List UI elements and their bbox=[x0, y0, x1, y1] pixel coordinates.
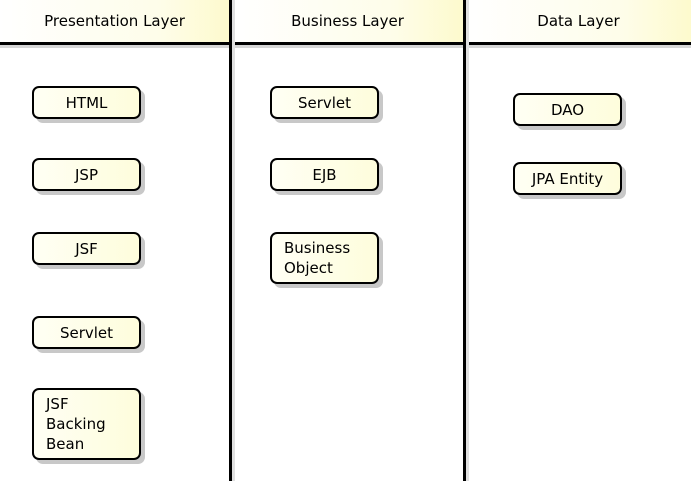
lane-header-business: Business Layer bbox=[232, 0, 463, 42]
lane-divider-2 bbox=[463, 0, 466, 481]
node-html: HTML bbox=[32, 86, 141, 119]
node-jpa-entity: JPA Entity bbox=[513, 162, 622, 195]
lane-divider-shadow-2 bbox=[466, 0, 469, 481]
header-divider-shadow bbox=[0, 45, 691, 48]
lane-header-presentation: Presentation Layer bbox=[0, 0, 229, 42]
node-jsf-backing-bean: JSF Backing Bean bbox=[32, 388, 141, 460]
node-servlet-presentation: Servlet bbox=[32, 316, 141, 349]
header-divider bbox=[0, 42, 691, 45]
node-servlet-business: Servlet bbox=[270, 86, 379, 119]
node-jsp: JSP bbox=[32, 158, 141, 191]
lane-header-data: Data Layer bbox=[466, 0, 691, 42]
lane-divider-1 bbox=[229, 0, 232, 481]
node-ejb: EJB bbox=[270, 158, 379, 191]
node-dao: DAO bbox=[513, 93, 622, 126]
node-jsf: JSF bbox=[32, 232, 141, 265]
node-business-object: Business Object bbox=[270, 232, 379, 284]
lane-divider-shadow-1 bbox=[232, 0, 235, 481]
